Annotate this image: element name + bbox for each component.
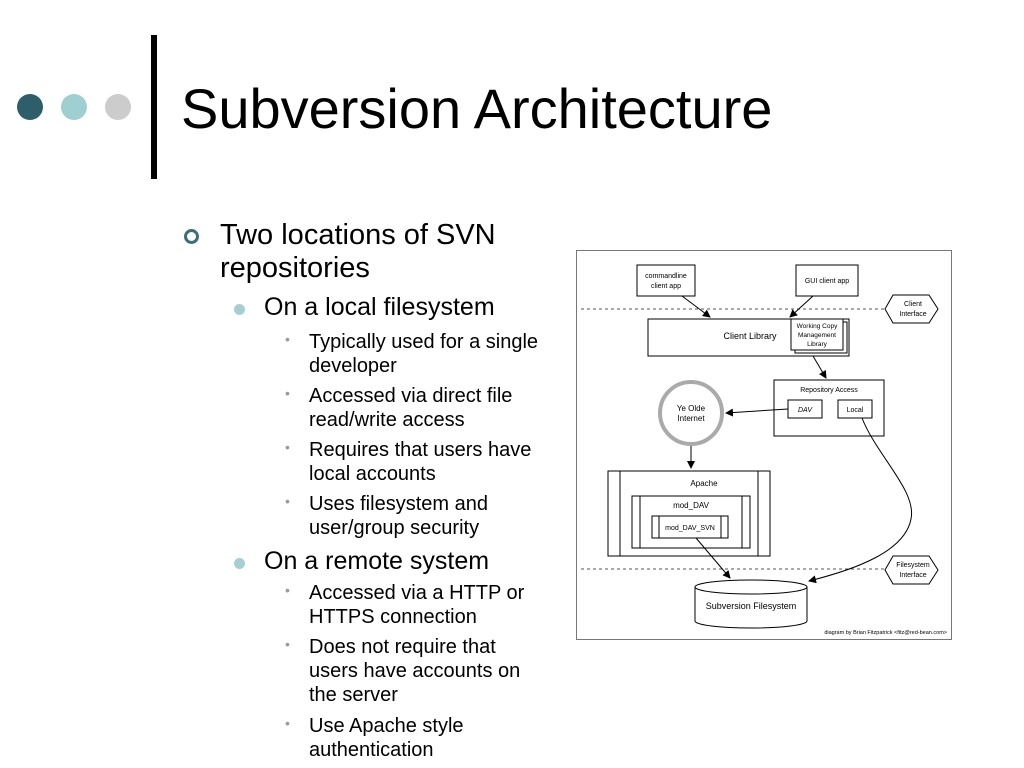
wc-label-2: Management — [798, 332, 836, 339]
remote-item: Accessed via a HTTP or HTTPS connection — [309, 582, 525, 628]
bullet-level3: • — [285, 636, 290, 652]
arrow-commandline-to-library — [681, 295, 711, 318]
mod-dav-label: mod_DAV — [673, 501, 710, 510]
svn-filesystem-cylinder-body — [694, 587, 808, 629]
wc-label-3: Library — [807, 341, 828, 348]
commandline-client-box — [636, 264, 696, 297]
gui-client-label: GUI client app — [805, 278, 849, 285]
mod-dav-svn-label: mod_DAV_SVN — [665, 525, 715, 532]
dav-label: DAV — [798, 407, 813, 414]
client-interface-label-2: Interface — [899, 311, 926, 318]
svn-filesystem-label: Subversion Filesystem — [706, 601, 797, 611]
arrow-dav-to-internet — [725, 408, 789, 417]
filesystem-interface-tag — [884, 555, 939, 585]
decorative-dot-grey — [105, 94, 131, 120]
bullet-level3: • — [285, 331, 290, 347]
local-heading: On a local filesystem — [264, 293, 495, 321]
remote-item: Use Apache style authentication — [309, 715, 464, 761]
slide-title: Subversion Architecture — [181, 77, 773, 140]
title-divider — [151, 35, 157, 179]
local-label: Local — [847, 407, 864, 414]
client-interface-label-1: Client — [904, 301, 922, 308]
bullet-level2 — [234, 558, 245, 569]
diagram-credit: diagram by Brian Fitzpatrick <fitz@red-b… — [824, 630, 947, 636]
svn-filesystem-cylinder-top — [694, 579, 808, 595]
remote-item: Does not require that users have account… — [309, 636, 521, 706]
local-item: Accessed via direct file read/write acce… — [309, 385, 513, 431]
wc-label-1: Working Copy — [797, 323, 838, 330]
architecture-diagram-svg: commandline client app GUI client app Cl… — [581, 264, 947, 636]
bullet-level3: • — [285, 439, 290, 455]
commandline-label-2: client app — [651, 283, 681, 290]
bullet-level1 — [184, 229, 199, 244]
internet-label-2: Internet — [677, 414, 705, 423]
arrow-local-to-filesystem — [808, 417, 913, 584]
filesystem-interface-label-1: Filesystem — [896, 562, 930, 569]
commandline-label-1: commandline — [645, 273, 687, 280]
remote-heading: On a remote system — [264, 547, 490, 575]
apache-label: Apache — [690, 479, 718, 488]
local-item: Typically used for a single developer — [309, 331, 539, 377]
local-item: Uses filesystem and user/group security — [309, 493, 488, 539]
client-library-label: Client Library — [723, 331, 777, 341]
client-interface-tag — [884, 294, 939, 324]
bullet-level3: • — [285, 385, 290, 401]
internet-circle — [658, 380, 724, 446]
arrow-gui-to-library — [789, 295, 814, 318]
wc-library-box — [790, 318, 844, 351]
arrow-svn-to-filesystem — [695, 537, 731, 579]
repository-access-label: Repository Access — [800, 387, 858, 394]
bullet-level3: • — [285, 582, 290, 598]
local-item: Requires that users have local accounts — [309, 439, 532, 485]
internet-label-1: Ye Olde — [677, 404, 706, 413]
mod-dav-svn-box — [651, 515, 729, 539]
architecture-diagram: commandline client app GUI client app Cl… — [576, 250, 952, 640]
bullet-level3: • — [285, 715, 290, 731]
decorative-dot-dark — [17, 94, 43, 120]
bullet-level3: • — [285, 493, 290, 509]
bullet-level2 — [234, 304, 245, 315]
gui-client-box — [795, 264, 859, 297]
decorative-dot-teal — [61, 94, 87, 120]
filesystem-interface-label-2: Interface — [899, 572, 926, 579]
bullet-text-level1: Two locations of SVN repositories — [220, 219, 496, 284]
local-box — [837, 399, 873, 419]
arrow-library-to-repository — [812, 355, 827, 379]
